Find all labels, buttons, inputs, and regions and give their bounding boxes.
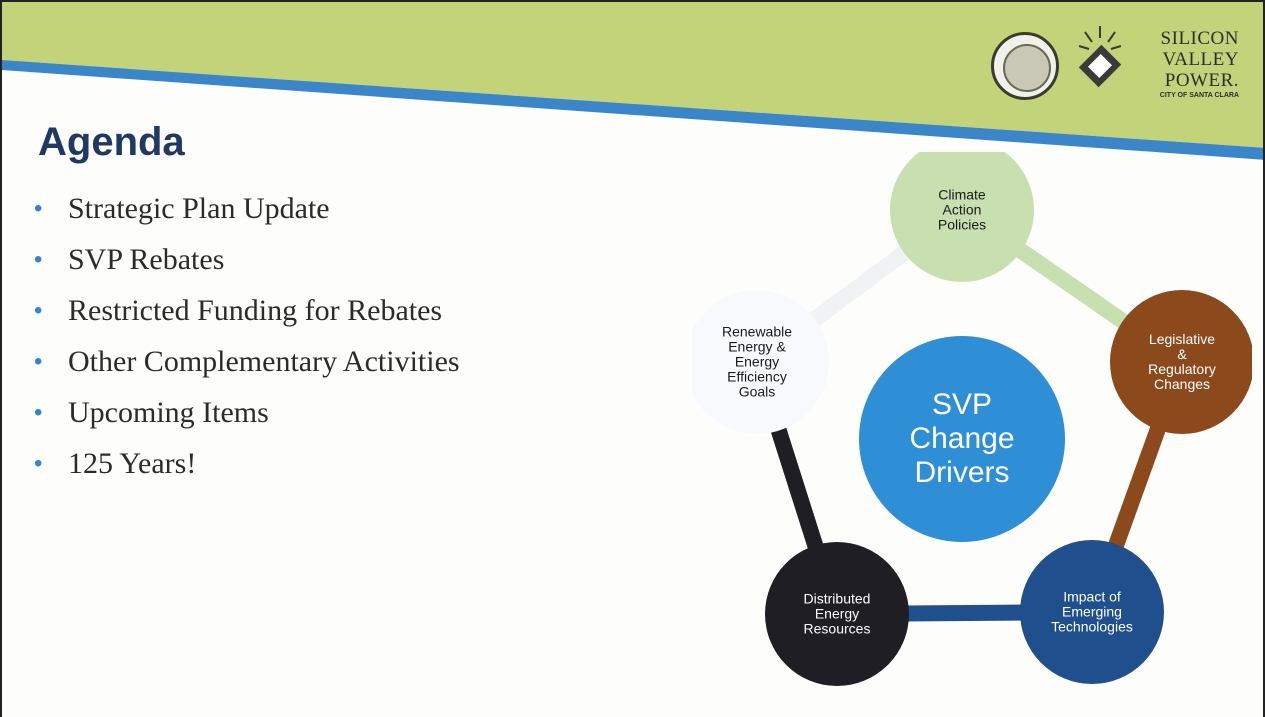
- center-circle: [859, 336, 1065, 542]
- node-label-legislative: Legislative & Regulatory Changes: [1148, 331, 1216, 392]
- bullet-icon: •: [34, 348, 43, 375]
- agenda-item-text: Restricted Funding for Rebates: [68, 294, 443, 327]
- node-circle-distributed: [765, 542, 909, 686]
- node-label-distributed: Distributed Energy Resources: [803, 590, 871, 637]
- node-label-renewable: Renewable Energy & Energy Efficiency Goa…: [721, 323, 793, 400]
- agenda-list: • Strategic Plan Update • SVP Rebates • Res…: [34, 188, 460, 494]
- agenda-item: • SVP Rebates: [34, 239, 460, 290]
- diagram-canvas: [685, 138, 1254, 686]
- agenda-item: • Other Complementary Activities: [34, 341, 460, 392]
- svp-word-silicon: Silicon: [1160, 28, 1239, 49]
- agenda-item: • Restricted Funding for Rebates: [34, 290, 460, 341]
- node-circle-impact: [1020, 540, 1164, 684]
- bullet-icon: •: [34, 297, 43, 324]
- agenda-item-text: Upcoming Items: [68, 396, 269, 429]
- header-blue-line: [2, 60, 1263, 160]
- node-circle-legislative: [1110, 290, 1254, 434]
- bullet-icon: •: [34, 195, 43, 222]
- bullet-icon: •: [34, 450, 43, 477]
- node-label-climate: Climate Action Policies: [937, 186, 987, 233]
- svp-word-valley: Valley: [1162, 49, 1239, 70]
- agenda-item-text: Other Complementary Activities: [68, 345, 460, 378]
- agenda-item-text: 125 Years!: [68, 447, 197, 480]
- svp-wordmark: Silicon Valley Power. City of Santa Clar…: [1119, 28, 1239, 99]
- agenda-item: • Upcoming Items: [34, 392, 460, 443]
- node-label-impact: Impact of Emerging Technologies: [1051, 588, 1133, 635]
- center-label: SVP Change Drivers: [909, 388, 1015, 489]
- logo-area: Silicon Valley Power. City of Santa Clar…: [991, 20, 1241, 130]
- svp-word-power: Power.: [1164, 70, 1239, 91]
- city-seal-icon: [991, 32, 1059, 100]
- bullet-icon: •: [34, 399, 43, 426]
- node-circle-climate: [890, 138, 1034, 282]
- node-circle-renewable: [685, 290, 829, 434]
- agenda-item: • 125 Years!: [34, 443, 460, 494]
- svp-city-label: City of Santa Clara: [1159, 92, 1239, 99]
- header-band: [2, 2, 1263, 160]
- svp-brand-mark-icon: [1078, 26, 1122, 88]
- bullet-icon: •: [34, 246, 43, 273]
- agenda-item: • Strategic Plan Update: [34, 188, 460, 239]
- agenda-item-text: Strategic Plan Update: [68, 192, 330, 225]
- header-green-band: [2, 2, 1263, 148]
- page-title: Agenda: [38, 120, 185, 164]
- agenda-item-text: SVP Rebates: [68, 243, 225, 276]
